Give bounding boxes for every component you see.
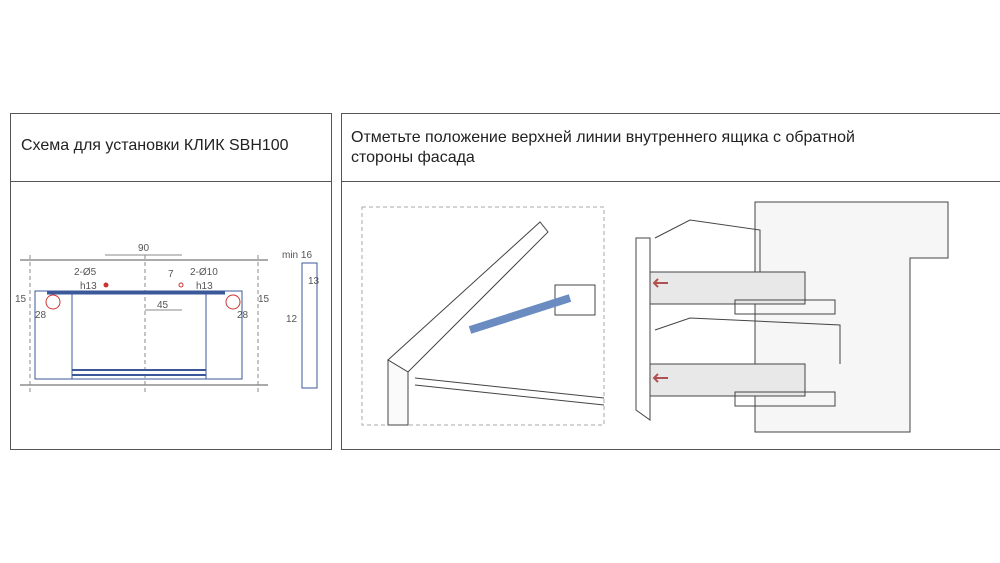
dim-28-left: 28 [35, 310, 47, 321]
hole-large-tol: h13 [196, 281, 213, 292]
hinge-schematic [20, 254, 318, 395]
hole-large-right [225, 294, 241, 310]
dim-7: 7 [168, 269, 174, 280]
hole-small-label: 2-Ø5 [74, 267, 97, 278]
right-panel-title: Отметьте положение верхней линии внутрен… [351, 129, 855, 166]
right-panel: Отметьте положение верхней линии внутрен… [341, 113, 1000, 450]
dim-13: 13 [308, 276, 320, 287]
dim-min16: min 16 [282, 250, 312, 261]
cabinet-illustration [635, 201, 949, 433]
dim-15-left: 15 [15, 294, 27, 305]
arrow-icon [652, 373, 668, 383]
hole-small-left [103, 282, 109, 288]
hole-large-label: 2-Ø10 [190, 267, 218, 278]
dim-15-right: 15 [258, 294, 270, 305]
left-panel-title: Схема для установки КЛИК SBH100 [21, 137, 289, 154]
left-panel-header: Схема для установки КЛИК SBH100 [11, 114, 331, 182]
marking-illustration [361, 206, 605, 426]
dim-12: 12 [286, 314, 298, 325]
left-panel: Схема для установки КЛИК SBH100 [10, 113, 332, 450]
hole-large-left [45, 294, 61, 310]
hole-small-right [178, 282, 184, 288]
right-panel-header: Отметьте положение верхней линии внутрен… [342, 114, 1000, 182]
dim-45: 45 [157, 300, 169, 311]
dim-90: 90 [138, 243, 150, 254]
hole-small-tol: h13 [80, 281, 97, 292]
dim-28-right: 28 [237, 310, 249, 321]
arrow-icon [652, 278, 668, 288]
